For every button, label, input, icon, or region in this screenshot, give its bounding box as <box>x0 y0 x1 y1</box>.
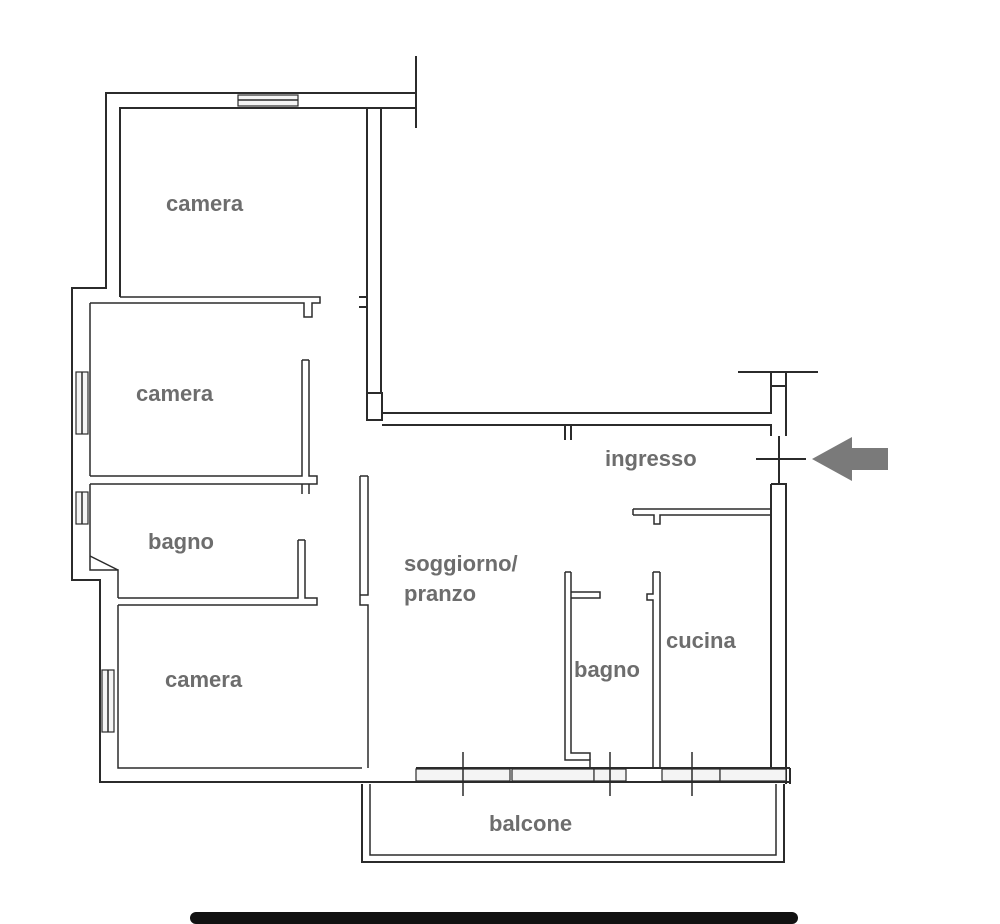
room-label-soggiorno: soggiorno/ <box>404 551 518 576</box>
windows <box>75 94 787 796</box>
arrow-left-icon <box>812 437 888 481</box>
outer-walls <box>71 56 818 863</box>
interior-walls <box>89 296 771 768</box>
room-label-bagno-left: bagno <box>148 529 214 554</box>
room-label-balcone: balcone <box>489 811 573 836</box>
room-label-bagno-right: bagno <box>574 657 640 682</box>
room-label-ingresso: ingresso <box>605 446 697 471</box>
room-label-cucina: cucina <box>666 628 736 653</box>
room-label-pranzo: pranzo <box>404 581 477 606</box>
bottom-edge-bar <box>190 912 798 924</box>
room-label-camera-middle: camera <box>136 381 214 406</box>
room-label-camera-top: camera <box>166 191 244 216</box>
room-label-camera-bottom: camera <box>165 667 243 692</box>
